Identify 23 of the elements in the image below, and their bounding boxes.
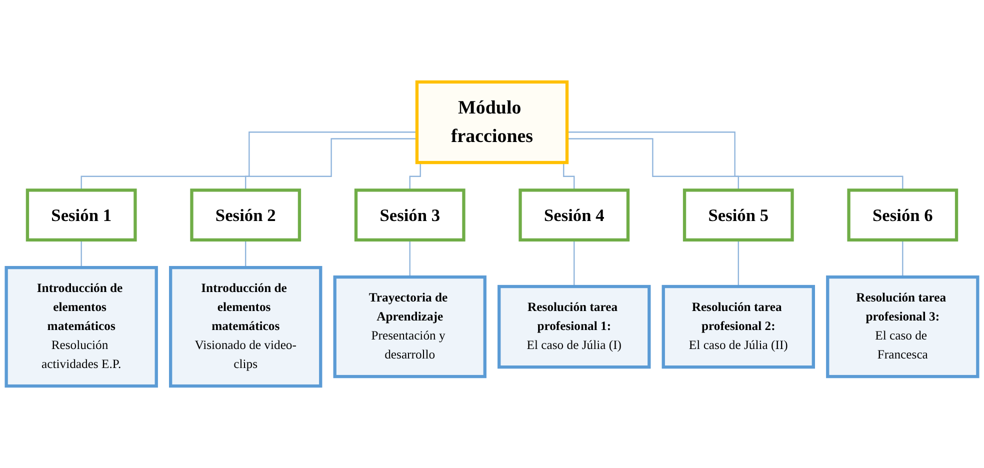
connector [245,239,246,268]
node-box: Sesión 1 [26,188,137,242]
connector [567,132,904,191]
node-box: Introducción de elementos matemáticos Visionado de video-clips [169,266,322,388]
node-box: Trayectoria de Aprendizaje Presentación y desarrollo [333,275,486,378]
node-box: Sesión 2 [190,188,302,242]
connector [574,239,575,288]
connector [80,239,82,268]
connector [567,138,739,191]
connector [738,239,739,288]
node-box: Resolución tarea profesional 3: El caso de Francesca [826,275,980,378]
node-box: Sesión 4 [518,188,630,242]
node-box: Resolución tarea profesional 1: El caso de Júlia (I) [498,284,651,369]
connector [245,138,417,191]
connector [80,132,417,191]
node-box: Sesión 5 [682,188,794,242]
connector [902,239,904,278]
node-box: Resolución tarea profesional 2: El caso de Júlia (II) [662,284,815,369]
node-box: Sesión 3 [354,188,466,242]
connector [409,239,410,278]
node-box: Introducción de elementos matemáticos Resolución actividades E.P. [4,266,158,388]
node-box: Sesión 6 [847,188,958,242]
node-box: Módulo fracciones [415,80,569,164]
